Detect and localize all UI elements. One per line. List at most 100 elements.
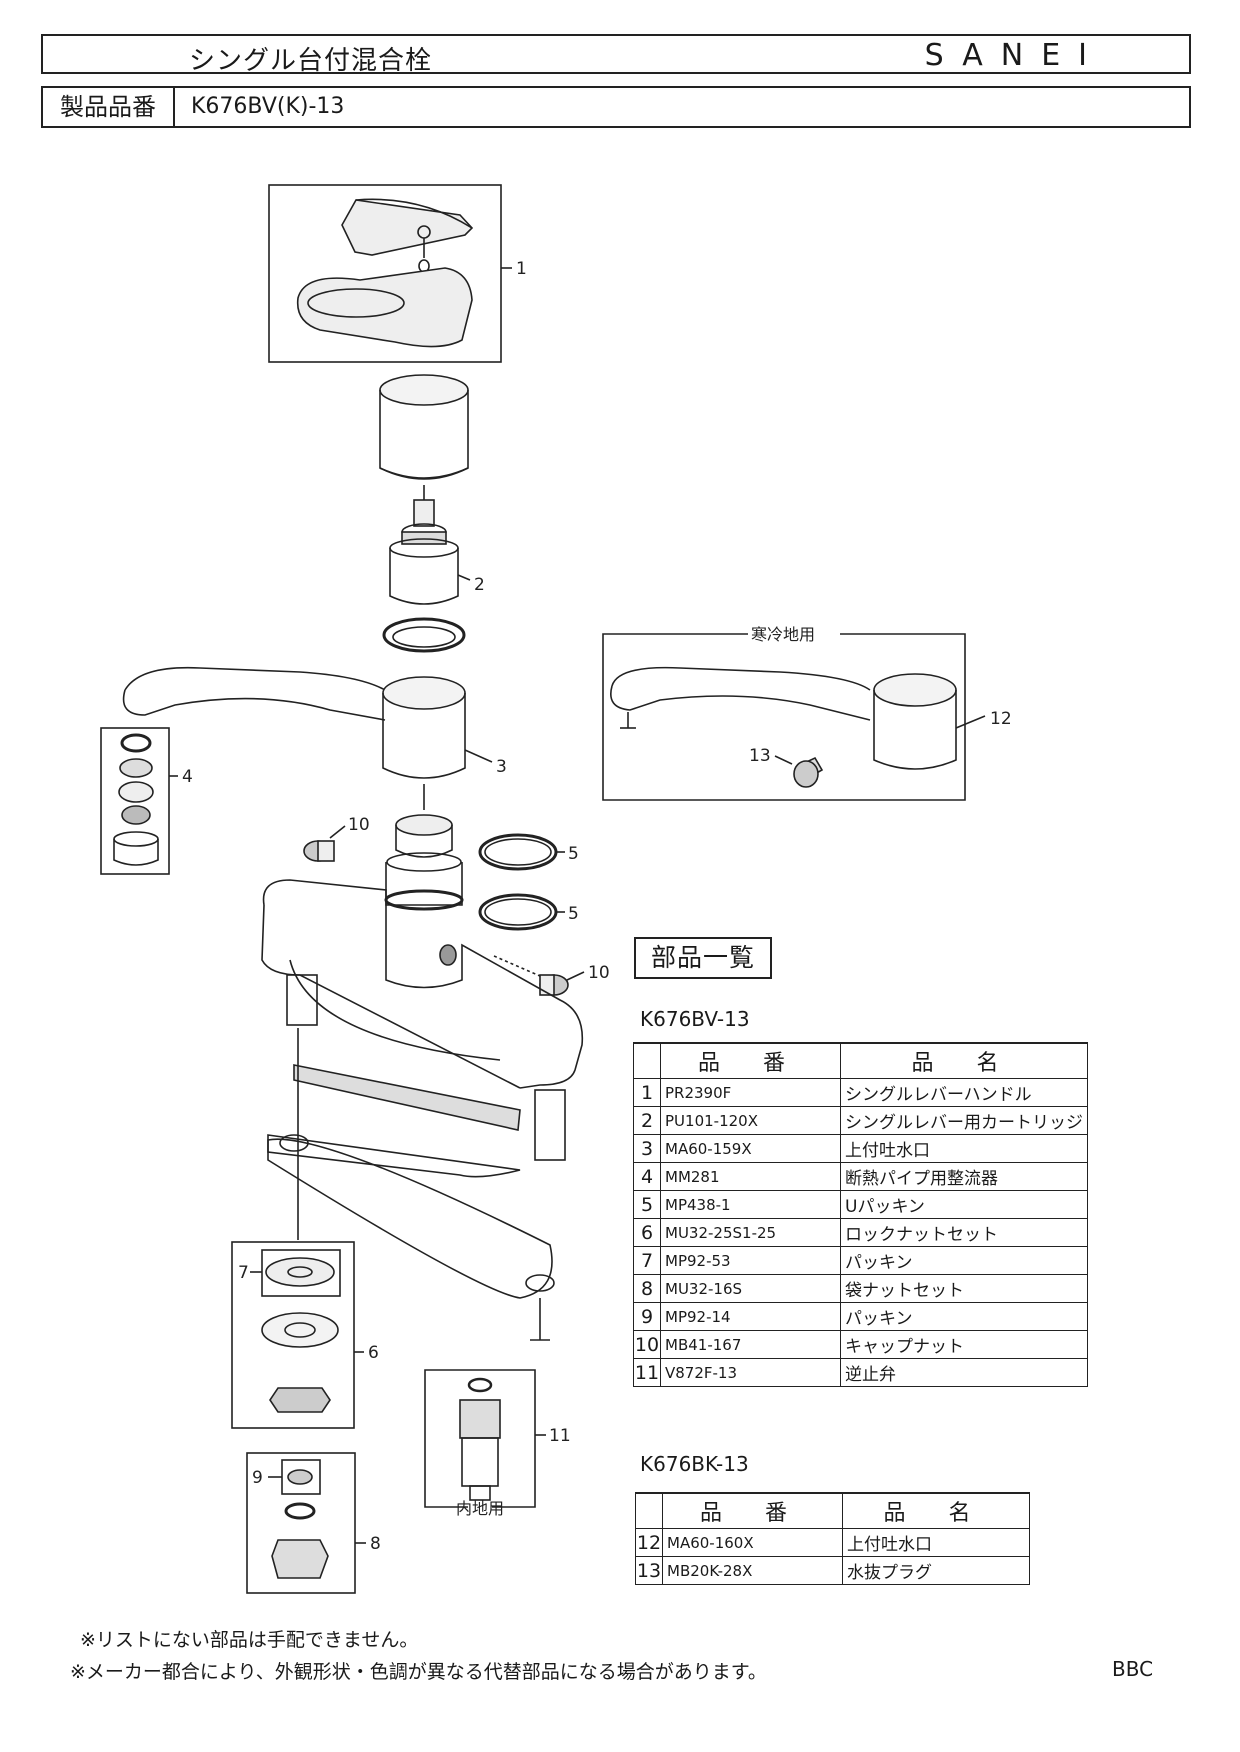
- product-number-label: 製品品番: [43, 88, 175, 126]
- cell-code: MB20K-28X: [662, 1556, 843, 1585]
- header-name: 品 名: [840, 1042, 1088, 1079]
- note-unavailable-parts: ※リストにない部品は手配できません。: [80, 1629, 419, 1651]
- cell-name: ロックナットセット: [840, 1218, 1088, 1247]
- cell-name: 断熱パイプ用整流器: [840, 1162, 1088, 1191]
- valve-body-head: [384, 814, 464, 911]
- cartridge-cover: [379, 374, 469, 500]
- callout-12: 12: [990, 709, 1012, 729]
- cell-name: シングルレバー用カートリッジ: [840, 1106, 1088, 1135]
- callout-2: 2: [474, 575, 485, 595]
- brand-logo: SANEI: [924, 38, 1105, 73]
- part-11-check-valve: [424, 1369, 546, 1508]
- cell-code: MP438-1: [660, 1190, 841, 1219]
- table2-model-label: K676BK-13: [640, 1452, 749, 1476]
- cold-region-box: [602, 633, 986, 801]
- cell-no: 13: [635, 1556, 663, 1585]
- header-no: [635, 1492, 663, 1529]
- cell-name: パッキン: [840, 1246, 1088, 1275]
- title-box: シングル台付混合栓 SANEI: [41, 34, 1191, 76]
- cell-no: 6: [633, 1218, 661, 1247]
- callout-1: 1: [516, 259, 527, 279]
- callout-5a: 5: [568, 844, 579, 864]
- cell-name: Uパッキン: [840, 1190, 1088, 1219]
- faucet-main-body: [261, 879, 584, 1161]
- cell-name: 水抜プラグ: [842, 1556, 1030, 1585]
- cell-no: 2: [633, 1106, 661, 1135]
- cell-no: 5: [633, 1190, 661, 1219]
- cell-name: シングルレバーハンドル: [840, 1078, 1088, 1107]
- cell-name: 上付吐水口: [840, 1134, 1088, 1163]
- header-name: 品 名: [842, 1492, 1030, 1529]
- header-no: [633, 1042, 661, 1079]
- table-header-row: 品 番 品 名: [635, 1492, 1030, 1529]
- cell-name: 袋ナットセット: [840, 1274, 1088, 1303]
- cell-code: MU32-16S: [660, 1274, 841, 1303]
- callout-11: 11: [549, 1426, 571, 1446]
- product-number-value: K676BV(K)-13: [191, 94, 345, 119]
- cell-code: MP92-14: [660, 1302, 841, 1331]
- parts-list-title: 部品一覧: [634, 937, 772, 979]
- part-10-cap-nut: [303, 825, 585, 996]
- cell-no: 1: [633, 1078, 661, 1107]
- cell-no: 3: [633, 1134, 661, 1163]
- callout-13: 13: [749, 746, 771, 766]
- product-number-box: 製品品番 K676BV(K)-13: [41, 86, 1191, 128]
- callout-10a: 10: [348, 815, 370, 835]
- callout-4: 4: [182, 767, 193, 787]
- part-3-spout: [122, 666, 493, 810]
- cell-code: MP92-53: [660, 1246, 841, 1275]
- callout-8: 8: [370, 1534, 381, 1554]
- table1-model-label: K676BV-13: [640, 1007, 750, 1031]
- part-1-lever-handle: [268, 184, 512, 363]
- cell-name: 上付吐水口: [842, 1528, 1030, 1557]
- cell-name: パッキン: [840, 1302, 1088, 1331]
- callout-5b: 5: [568, 904, 579, 924]
- part-2-cartridge: [389, 499, 471, 605]
- cell-code: MM281: [660, 1162, 841, 1191]
- part-4-aerator: [100, 727, 178, 875]
- callout-6: 6: [368, 1343, 379, 1363]
- cell-code: V872F-13: [660, 1358, 841, 1387]
- cell-code: MB41-167: [660, 1330, 841, 1359]
- cell-code: PU101-120X: [660, 1106, 841, 1135]
- mounting-plates: [267, 1028, 555, 1341]
- part-8-cap-nut-set: [246, 1452, 366, 1594]
- cell-no: 7: [633, 1246, 661, 1275]
- callout-9: 9: [252, 1468, 263, 1488]
- note-substitute-parts: ※メーカー都合により、外観形状・色調が異なる代替部品になる場合があります。: [70, 1661, 767, 1683]
- cell-code: PR2390F: [660, 1078, 841, 1107]
- cell-no: 10: [633, 1330, 661, 1359]
- inland-label: 内地用: [456, 1499, 504, 1518]
- callout-3: 3: [496, 757, 507, 777]
- cell-code: MU32-25S1-25: [660, 1218, 841, 1247]
- callout-10b: 10: [588, 963, 610, 983]
- cell-code: MA60-159X: [660, 1134, 841, 1163]
- cell-name: 逆止弁: [840, 1358, 1088, 1387]
- product-title: シングル台付混合栓: [189, 46, 433, 76]
- cartridge-ring: [382, 617, 466, 653]
- cell-no: 12: [635, 1528, 663, 1557]
- part-5-u-packing: [478, 833, 565, 931]
- cell-name: キャップナット: [840, 1330, 1088, 1359]
- cold-region-label: 寒冷地用: [751, 625, 815, 644]
- cell-code: MA60-160X: [662, 1528, 843, 1557]
- table-header-row: 品 番 品 名: [633, 1042, 1088, 1079]
- cell-no: 4: [633, 1162, 661, 1191]
- cell-no: 9: [633, 1302, 661, 1331]
